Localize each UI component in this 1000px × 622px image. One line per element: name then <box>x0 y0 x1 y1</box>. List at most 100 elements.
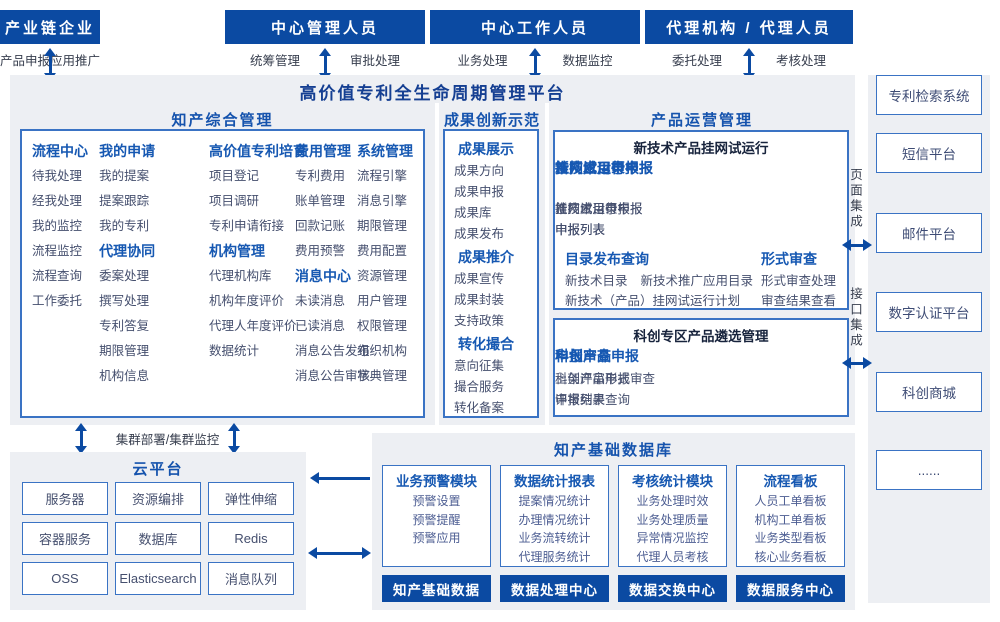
menu-item: 已读消息 <box>295 319 346 333</box>
third-party-box: 专利检索系统 <box>876 75 982 115</box>
menu-group: 费用管理 专利费用账单管理回款记账费用预警 <box>295 139 357 264</box>
menu-item: 成果发布 <box>454 227 505 241</box>
actor-banner: 产业链企业 <box>0 10 101 44</box>
menu-item: 用户管理 <box>357 294 408 308</box>
menu-column: 系统管理 流程引擎消息引擎期限管理费用配置资源管理用户管理权限管理组织机构字典管… <box>357 139 413 408</box>
module-item: 机构工单看板 <box>754 512 827 527</box>
menu-group: 流程中心 待我处理经我处理我的监控流程监控流程查询工作委托 <box>32 139 99 314</box>
selection-box: 科创专区产品遴选管理 科创产品申报 科创产品申报申报列表 申报审查 上架评审形式… <box>553 318 849 417</box>
menu-item: 委案处理 <box>99 269 150 283</box>
module-item: 业务处理时效 <box>636 494 709 508</box>
menu-group-header: 挂网试运行申报 <box>555 160 653 176</box>
menu-item: 回款记账 <box>295 219 346 233</box>
menu-item: 流程引擎 <box>357 169 408 183</box>
menu-group: 成果推介 成果宣传成果封装支持政策 <box>454 245 537 332</box>
module-item: 预警应用 <box>412 531 461 545</box>
data-platform-title: 知产基础数据库 <box>553 442 673 459</box>
menu-column: 挂网试运行申报 挂网试运行申报申报列表 <box>555 159 653 241</box>
actor-banner: 代理机构 / 代理人员 <box>645 10 853 44</box>
menu-column: 高价值专利培育 项目登记项目调研专利申请衔接 机构管理 代理机构库机构年度评价代… <box>209 139 307 408</box>
trial-run-box: 新技术产品挂网试运行 新技术目录申报 新技术目录申报申报列表 挂网试运行申报 挂… <box>553 130 849 310</box>
menu-item: 资源管理 <box>357 269 408 283</box>
module-item: 预警提醒 <box>412 512 461 527</box>
menu-item: 组织机构 <box>357 344 408 358</box>
menu-group-header: 消息中心 <box>295 268 351 284</box>
menu-group: 系统管理 流程引擎消息引擎期限管理费用配置资源管理用户管理权限管理组织机构字典管… <box>357 139 413 389</box>
menu-group-header: 系统管理 <box>357 143 413 159</box>
selection-title: 科创专区产品遴选管理 <box>633 329 769 344</box>
menu-group-header: 转化撮合 <box>458 336 514 352</box>
ip-mgmt-box: 流程中心 待我处理经我处理我的监控流程监控流程查询工作委托 我的申请 <box>20 129 425 418</box>
actor-group: 代理机构 / 代理人员 委托处理 考核处理 <box>645 10 853 81</box>
module-item: 预警设置 <box>412 494 461 508</box>
menu-column: 推广应用申报 推广应用申报申报列表 <box>555 159 639 241</box>
data-center-bar: 知产基础数据 <box>382 575 491 602</box>
actor-group: 中心工作人员 业务处理 数据监控 <box>430 10 640 81</box>
menu-item: 代理人年度评价 <box>209 319 297 333</box>
menu-item: 支持政策 <box>454 314 505 328</box>
menu-column: 科创产品申报 科创产品申报申报列表 <box>555 344 639 411</box>
actor-roles: 产品申报 应用推广 <box>0 50 100 69</box>
actor-role-left: 统筹管理 <box>249 54 300 68</box>
module-header: 考核统计模块 <box>632 474 713 489</box>
menu-item: 代理机构库 <box>209 269 272 283</box>
menu-item: 意向征集 <box>454 359 505 373</box>
third-party-panel: 第三方平台 专利检索系统短信平台邮件平台数字认证平台科创商城...... <box>868 75 990 603</box>
menu-group-header: 申报审查 <box>555 348 611 364</box>
menu-group: 转化撮合 意向征集撮合服务转化备案 <box>454 332 537 419</box>
menu-group: 机构管理 代理机构库机构年度评价代理人年度评价数据统计 <box>209 239 297 364</box>
section-divider <box>545 103 549 425</box>
menu-item: 项目登记 <box>209 169 260 183</box>
menu-item: 撰写处理 <box>99 294 150 308</box>
menu-item: 转化备案 <box>454 401 505 415</box>
module-header: 数据统计报表 <box>514 474 595 489</box>
cloud-title: 云平台 <box>132 461 184 478</box>
data-center-bar: 数据服务中心 <box>736 575 845 602</box>
cloud-cell: Redis <box>208 522 294 555</box>
third-party-box: 邮件平台 <box>876 213 982 253</box>
menu-item: 成果库 <box>454 206 492 220</box>
menu-item: 申报列表 <box>555 223 606 237</box>
menu-item: 机构信息 <box>99 369 150 383</box>
data-platform-panel: 知产基础数据库 业务预警模块 预警设置预警提醒预警应用 数据统计报表 提案情况统… <box>372 433 855 610</box>
data-center-bar: 数据交换中心 <box>618 575 727 602</box>
module-item: 代理人员考核 <box>636 549 709 564</box>
section-divider <box>435 103 439 425</box>
menu-item: 成果申报 <box>454 185 505 199</box>
menu-item: 消息公告发布 <box>295 344 371 358</box>
menu-item: 机构年度评价 <box>209 294 285 308</box>
module-header: 流程看板 <box>763 474 818 489</box>
actor-roles: 统筹管理 审批处理 <box>225 50 425 69</box>
menu-column: 新技术目录申报 新技术目录申报申报列表 <box>555 159 653 241</box>
menu-group-header: 成果展示 <box>458 141 514 157</box>
menu-group: 我的申请 我的提案提案跟踪我的专利 <box>99 139 209 239</box>
menu-item: 成果宣传 <box>454 272 505 286</box>
menu-item: 新技术目录申报 <box>555 202 643 216</box>
menu-group-header: 代理协同 <box>99 243 156 259</box>
third-party-box: 短信平台 <box>876 133 982 173</box>
data-module: 数据统计报表 提案情况统计办理情况统计业务流转统计代理服务统计 <box>500 465 609 567</box>
module-header: 业务预警模块 <box>396 474 477 489</box>
vertical-double-arrow-icon <box>74 423 88 454</box>
menu-group: 高价值专利培育 项目登记项目调研专利申请衔接 <box>209 139 307 239</box>
horizontal-double-arrow-icon <box>842 356 872 370</box>
menu-item: 形式审查处理 <box>761 274 837 288</box>
menu-column: 费用管理 专利费用账单管理回款记账费用预警 消息中心 未读消息已读消息消息公告发… <box>295 139 371 408</box>
menu-group-header: 费用管理 <box>295 143 351 159</box>
vertical-double-arrow-icon <box>227 423 241 454</box>
third-party-box: ...... <box>876 450 982 490</box>
menu-item: 项目调研 <box>209 194 260 208</box>
menu-item: 推广应用申报 <box>555 202 631 216</box>
module-item: 人员工单看板 <box>754 494 827 508</box>
menu-item: 待我处理 <box>32 169 83 183</box>
actor-banner: 中心管理人员 <box>225 10 425 44</box>
cloud-cell: 数据库 <box>115 522 201 555</box>
horizontal-double-arrow-icon <box>308 546 371 560</box>
module-item: 异常情况监控 <box>636 531 709 545</box>
menu-group-header: 成果推介 <box>458 249 514 265</box>
menu-group-header: 形式审查 <box>761 251 817 267</box>
cloud-cell: 弹性伸缩 <box>208 482 294 515</box>
actor-role-right: 考核处理 <box>775 54 826 68</box>
